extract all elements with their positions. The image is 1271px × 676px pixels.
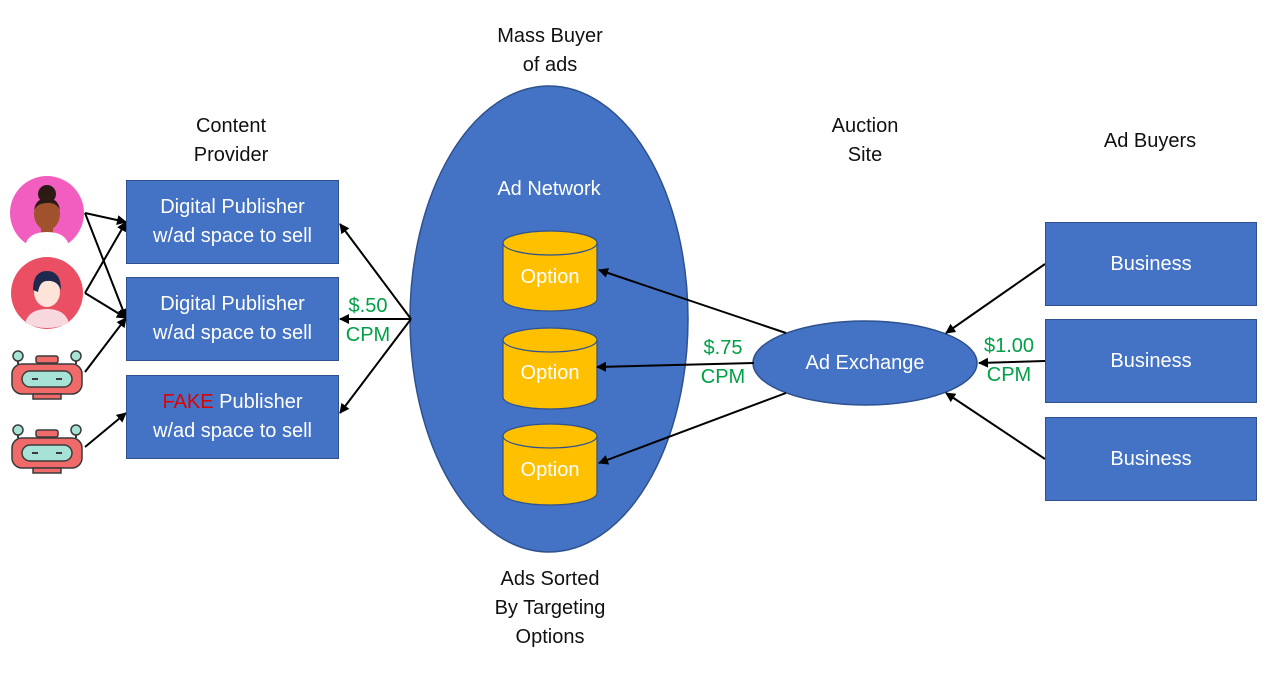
arrow-robot1-publisher2 <box>84 317 127 373</box>
arrow-network-publisher1 <box>339 223 412 320</box>
arrow-business3-exchange <box>945 392 1046 460</box>
ad-exchange-label: Ad Exchange <box>805 352 925 374</box>
option-cylinder-1 <box>502 230 598 312</box>
option-label-2: Option <box>520 362 580 384</box>
arrow-woman-publisher2 <box>84 212 128 319</box>
arrow-exchange-option1 <box>598 268 787 334</box>
arrow-exchange-option2 <box>596 361 755 372</box>
arrow-business1-exchange <box>945 263 1046 334</box>
option-cylinder-2 <box>502 327 598 410</box>
business-box-3: Business <box>1045 417 1257 501</box>
business-box-1: Business <box>1045 222 1257 306</box>
person-avatar-icon <box>11 257 83 329</box>
robot-icon <box>11 424 83 474</box>
arrow-business2-exchange <box>978 357 1046 368</box>
arrow-robot2-publisher3 <box>84 412 127 448</box>
business-box-2: Business <box>1045 319 1257 403</box>
woman-avatar-icon <box>10 176 84 250</box>
arrow-person-publisher2 <box>84 292 127 319</box>
arrow-woman-publisher1 <box>84 212 127 225</box>
option-cylinder-3 <box>502 423 598 506</box>
option-label-1: Option <box>520 266 580 288</box>
option-label-3: Option <box>520 459 580 481</box>
arrow-person-publisher1 <box>84 221 127 294</box>
arrow-network-publisher3 <box>339 318 412 414</box>
robot-icon <box>11 350 83 400</box>
ad-network-title: Ad Network <box>497 178 601 200</box>
fake-label: FAKE <box>162 391 214 413</box>
ad-buyers-label: Ad Buyers <box>1103 130 1197 152</box>
arrow-exchange-option3 <box>598 392 787 465</box>
